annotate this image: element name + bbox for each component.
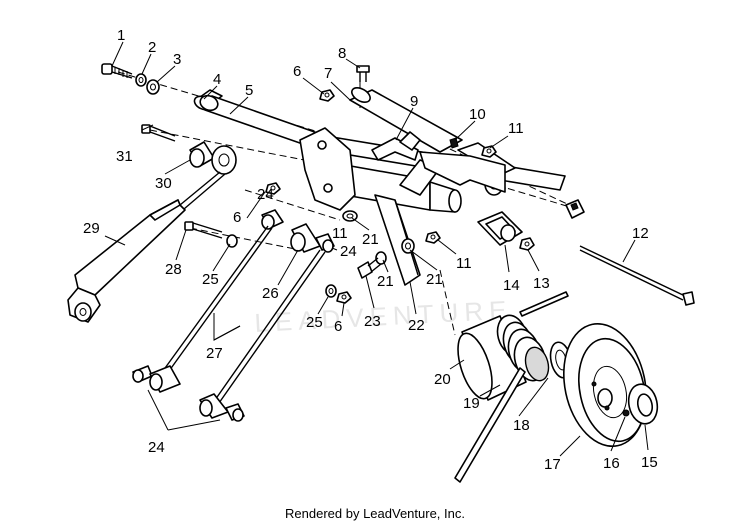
part-22-arm: [374, 194, 421, 286]
part-29-shock-absorber: [67, 145, 237, 323]
callout-5: 5: [245, 82, 253, 99]
callout-25-left: 25: [202, 271, 219, 288]
part-25-washer-left: [226, 234, 238, 248]
callout-8: 8: [338, 45, 346, 62]
callout-12: 12: [632, 225, 649, 242]
part-13-nut: [519, 237, 535, 251]
callout-26: 26: [262, 285, 279, 302]
render-credit: Rendered by LeadVenture, Inc.: [285, 506, 465, 521]
callout-24-upper: 24: [257, 186, 274, 203]
callout-7: 7: [324, 65, 332, 82]
callout-18: 18: [513, 417, 530, 434]
callout-21-center: 21: [377, 273, 394, 290]
part-19-torsion-spring: [454, 291, 569, 483]
callout-31: 31: [116, 148, 133, 165]
callout-29: 29: [83, 220, 100, 237]
part-2-lock-washer: [135, 73, 147, 87]
upper-right-housing: [419, 151, 506, 193]
callout-22: 22: [408, 317, 425, 334]
callout-13: 13: [533, 275, 550, 292]
callout-labels: 1 2 3 4 5 6 7 8 9 10 11 12 13 14 11 21 2…: [83, 27, 658, 473]
part-10-pin: [449, 137, 459, 149]
part-20-spring-housing: [457, 315, 527, 401]
callout-17: 17: [544, 456, 561, 473]
part-24-bushings-lower: [132, 365, 245, 422]
part-3-washer: [146, 79, 160, 95]
callout-2: 2: [148, 39, 156, 56]
left-side-plate: [299, 127, 356, 211]
callout-6-lower: 6: [334, 318, 342, 335]
part-11-nut-upper: [481, 145, 497, 158]
callout-15: 15: [641, 454, 658, 471]
part-8-carriage-bolt: [356, 65, 370, 82]
callout-1: 1: [117, 27, 125, 44]
part-6-nut-upper: [319, 89, 335, 102]
callout-11-top: 11: [508, 120, 524, 137]
callout-24-lower: 24: [148, 439, 165, 456]
part-30-bushing: [189, 141, 215, 168]
leader-lines: [104, 41, 649, 457]
callout-30: 30: [155, 175, 172, 192]
part-6-nut-lower: [336, 291, 352, 304]
callout-28: 28: [165, 261, 182, 278]
part-12-long-rod: [579, 245, 695, 306]
callout-11-mid: 11: [456, 255, 472, 272]
callout-24-mid: 24: [340, 243, 357, 260]
callout-10: 10: [469, 106, 486, 123]
callout-3: 3: [173, 51, 181, 68]
part-1-bolt: [101, 63, 133, 79]
part-14-adjuster-plate: [477, 211, 523, 246]
rear-clip: [565, 199, 585, 219]
part-15-hub: [627, 383, 659, 425]
callout-14: 14: [503, 277, 520, 294]
callout-25-lower: 25: [306, 314, 323, 331]
part-11-nut-middle: [425, 231, 441, 244]
callout-11-lower: 11: [332, 225, 348, 242]
callout-19: 19: [463, 395, 480, 412]
part-27-links: [159, 225, 326, 404]
callout-21-upper: 21: [362, 231, 379, 248]
part-28-bolt: [184, 221, 223, 239]
callout-6-left: 6: [233, 209, 241, 226]
callout-23: 23: [364, 313, 381, 330]
part-23-bolt: [357, 257, 382, 279]
callout-6-top: 6: [293, 63, 301, 80]
part-24-bushings-upper: [261, 209, 335, 253]
callout-20: 20: [434, 371, 451, 388]
callout-9: 9: [410, 93, 418, 110]
callout-21-right: 21: [426, 271, 443, 288]
part-9-bracket: [371, 131, 421, 161]
part-6-nut-left: [265, 182, 281, 195]
callout-27: 27: [206, 345, 223, 362]
callout-4: 4: [213, 71, 221, 88]
part-25-washer-lower: [325, 284, 337, 298]
callout-16: 16: [603, 455, 620, 472]
part-16-set-screw: [622, 409, 630, 417]
